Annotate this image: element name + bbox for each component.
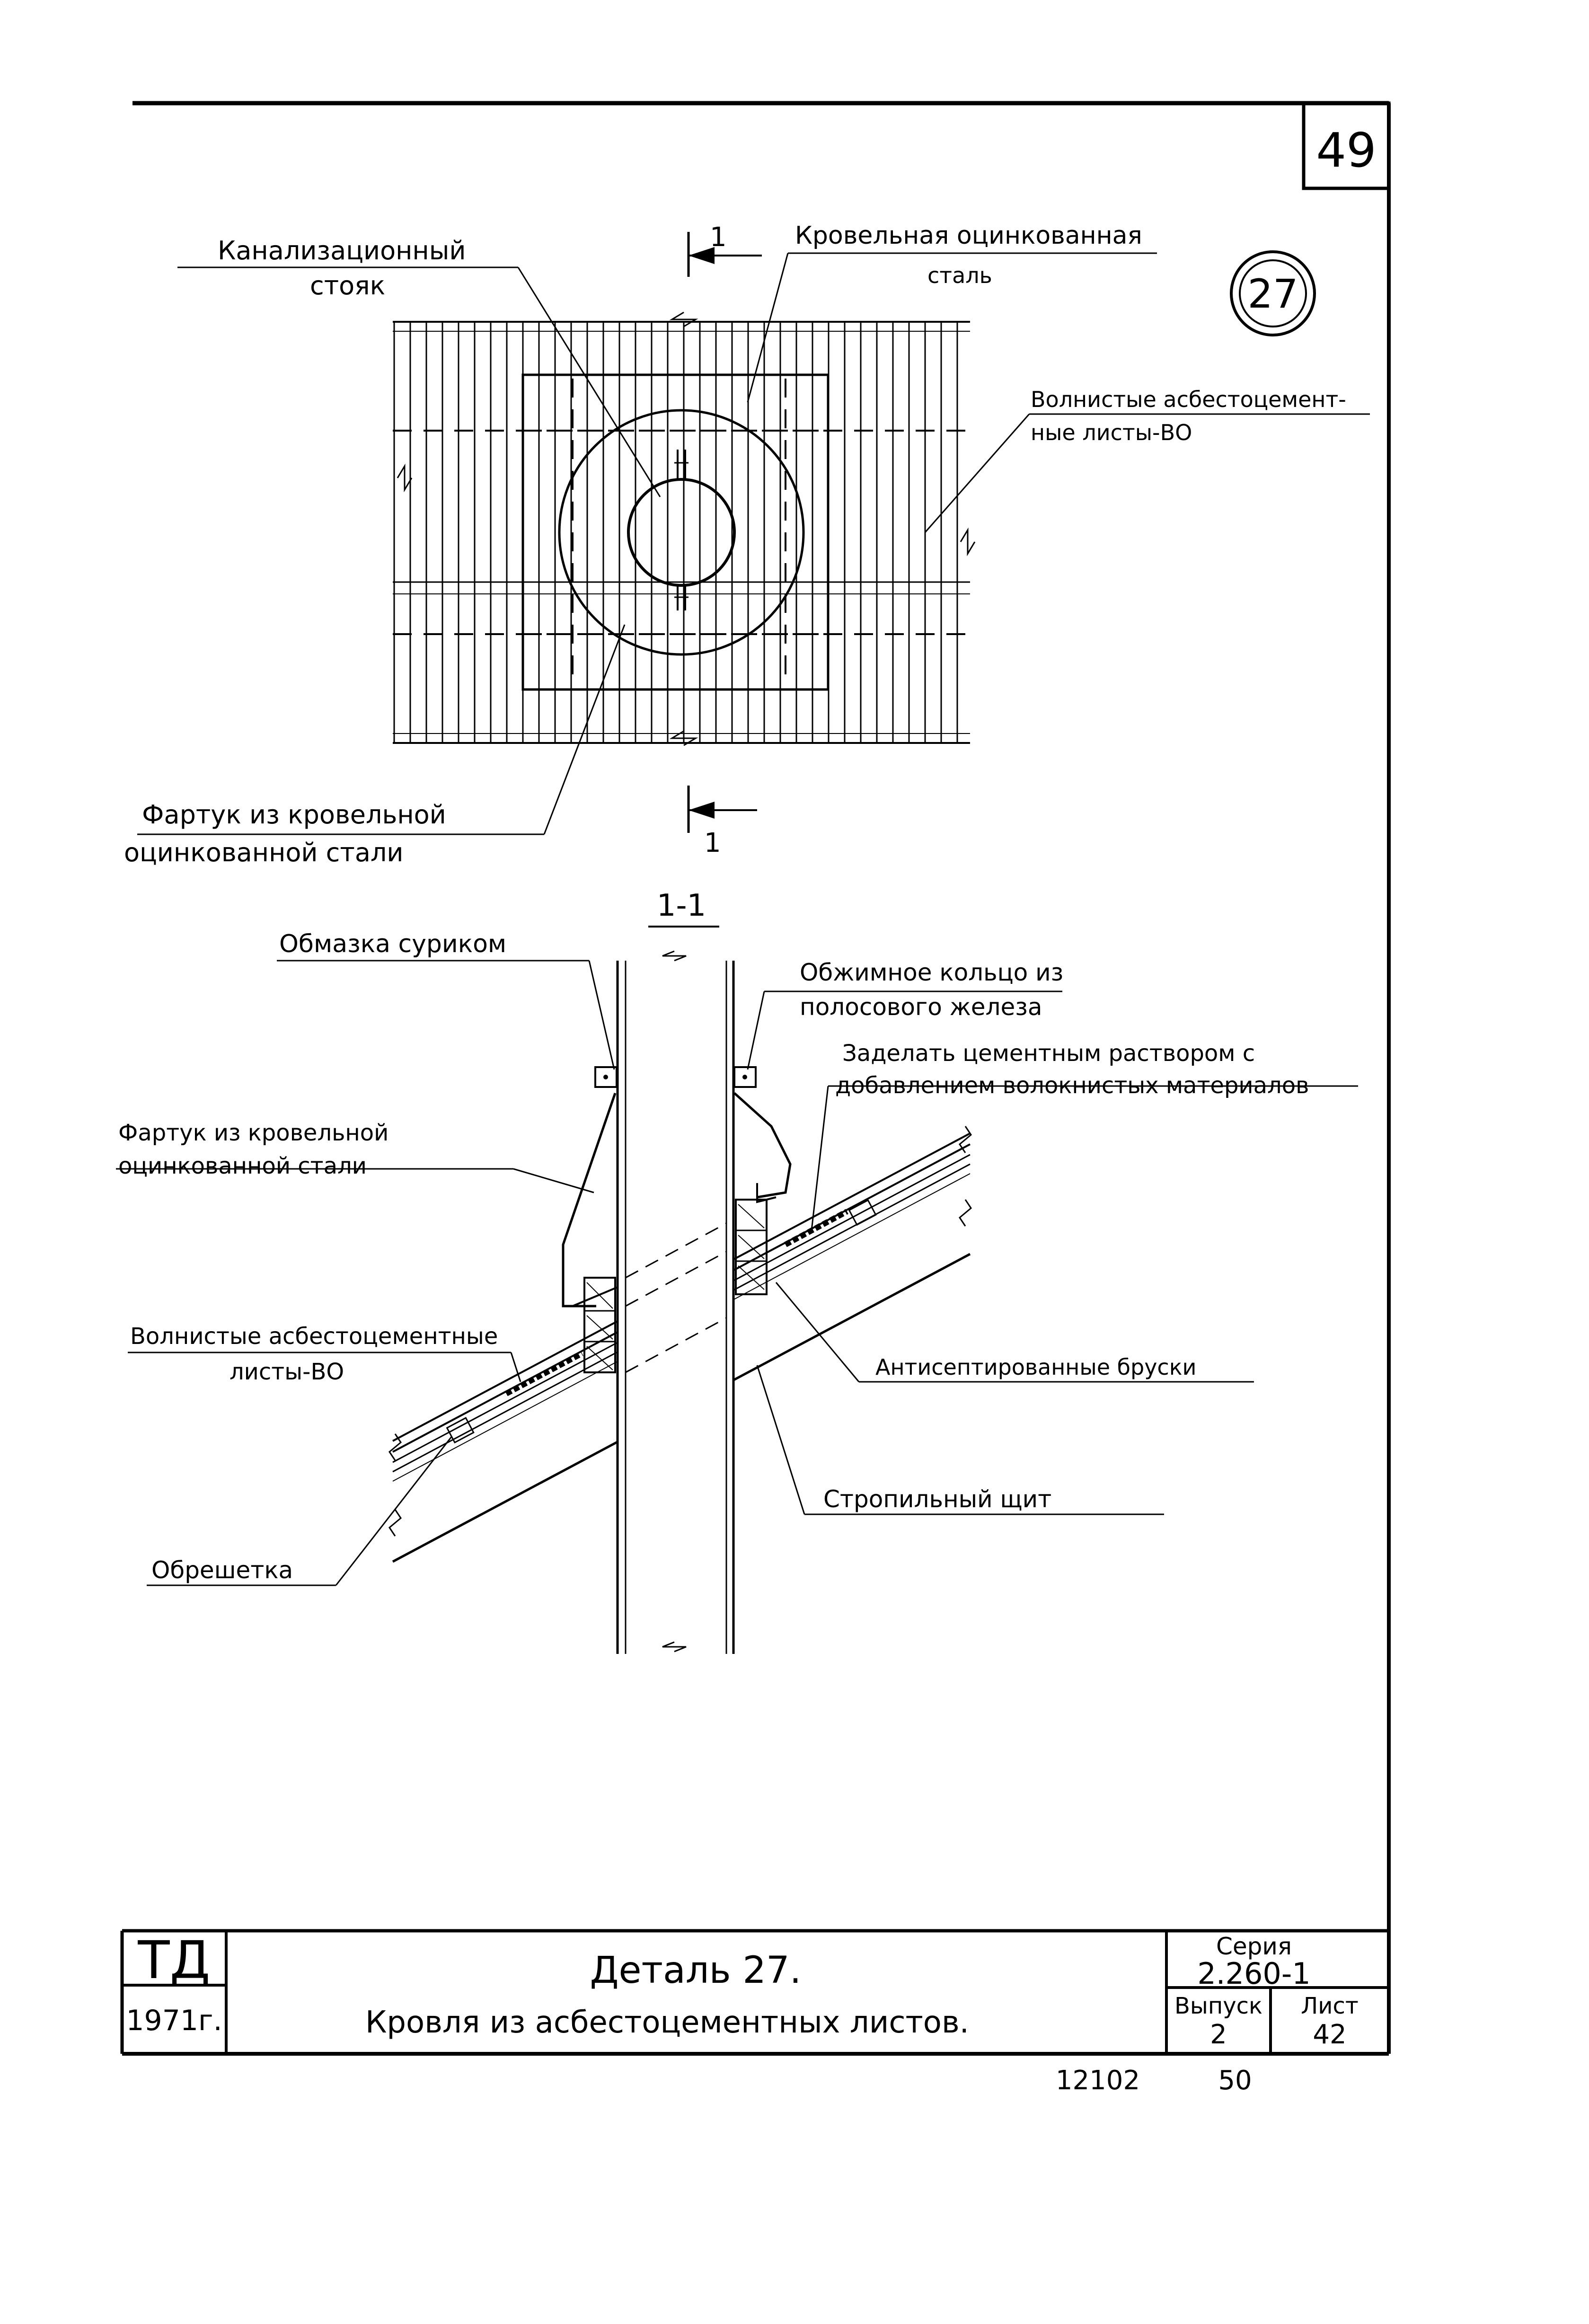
sheet-label: Лист (1301, 1993, 1359, 2019)
sheet-value: 42 (1313, 2019, 1346, 2050)
section-title: 1-1 (657, 888, 706, 923)
section-mark-top-label: 1 (710, 222, 727, 253)
plan-view (393, 311, 976, 746)
section-callouts: Обмазка суриком Обжимное кольцо из полос… (116, 930, 1358, 1586)
label-apron-plan-line2: оцинкованной стали (124, 838, 404, 867)
title-line2: Кровля из асбестоцементных листов. (365, 2005, 969, 2040)
label-ring-line2: полосового железа (800, 993, 1042, 1021)
label-sheets-plan-line2: ные листы-ВО (1031, 420, 1192, 445)
label-apron-section-line1: Фартук из кровельной (118, 1120, 388, 1146)
label-bars: Антисептированные бруски (875, 1354, 1196, 1380)
label-apron-plan-line1: Фартук из кровельной (142, 800, 446, 830)
label-apron-section-line2: оцинкованной стали (118, 1153, 367, 1179)
issue-value: 2 (1210, 2019, 1227, 2050)
issue-label: Выпуск (1174, 1993, 1262, 2019)
section-marker-top: 1 (687, 222, 762, 277)
label-stack-line1: Канализационный (218, 236, 466, 265)
series-value: 2.260-1 (1197, 1956, 1310, 1991)
footer: 12102 50 (1056, 2065, 1252, 2096)
year: 1971г. (126, 2004, 222, 2037)
section-marker-bottom: 1 (687, 786, 757, 858)
label-lathing: Обрешетка (151, 1556, 293, 1584)
logo-td: ТД (137, 1930, 210, 1990)
label-sheets-section-line1: Волнистые асбестоцементные (130, 1323, 498, 1350)
footer-code: 12102 (1056, 2065, 1140, 2096)
corrugated-sheets-hatch (393, 322, 970, 743)
footer-number: 50 (1218, 2065, 1252, 2096)
plan-callouts: Канализационный стояк Кровельная оцинков… (124, 221, 1370, 867)
detail-number-circle: 27 (1230, 250, 1316, 336)
label-mortar-line2: добавлением волокнистых материалов (835, 1072, 1309, 1099)
label-sheets-section-line2: листы-ВО (230, 1359, 344, 1385)
label-minium: Обмазка суриком (279, 930, 506, 958)
label-stack-line2: стояк (310, 271, 385, 300)
label-rafter: Стропильный щит (823, 1485, 1051, 1513)
label-roof-steel-line2: сталь (927, 263, 992, 288)
detail-number: 27 (1248, 271, 1298, 317)
title-block: ТД 1971г. Деталь 27. Кровля из асбестоце… (122, 1929, 1389, 2054)
label-roof-steel-line1: Кровельная оцинкованная (795, 221, 1142, 250)
series-label: Серия (1216, 1933, 1292, 1960)
label-sheets-plan-line1: Волнистые асбестоцемент- (1031, 387, 1346, 412)
page-number: 49 (1316, 123, 1376, 178)
label-mortar-line1: Заделать цементным раствором с (842, 1040, 1255, 1067)
page-number-box: 49 (1302, 101, 1391, 190)
section-mark-bottom-label: 1 (704, 828, 721, 858)
sheet-frame (120, 101, 1391, 2056)
title-line1: Деталь 27. (590, 1949, 802, 1992)
section-view: 1-1 (388, 888, 972, 1654)
label-ring-line1: Обжимное кольцо из (800, 959, 1063, 986)
